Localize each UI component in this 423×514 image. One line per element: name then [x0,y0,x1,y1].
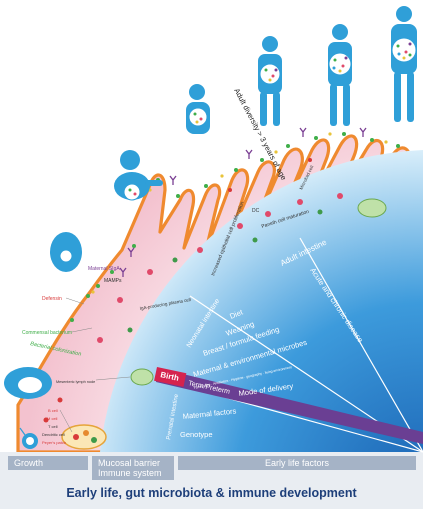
category-mucosal-line1: Mucosal barrier [98,458,161,468]
peyers-patch-shape [61,424,107,450]
maternal-siga-label: Maternal SIgA [88,266,120,272]
womb-icon [4,367,52,399]
peyers-label: Peyer's patch [42,440,66,445]
b-cell-label: B cell [48,408,58,413]
immune-cells [43,158,343,423]
category-growth: Growth [8,456,88,470]
lymph-node-shape [130,368,154,386]
category-mucosal: Mucosal barrier Immune system [92,456,174,480]
m-cell-label: M cell [47,416,58,421]
zygote-icon [19,427,38,449]
leader-lines [59,297,131,433]
t-cell-label: T cell [48,424,58,429]
lymphoid-follicle [357,198,387,218]
birth-label: Birth [160,370,180,383]
category-early-life: Early life factors [178,456,416,470]
mamps-label: MAMPs [104,278,122,284]
birth-band [156,368,423,444]
category-growth-label: Growth [14,458,44,468]
genotype-label: Genotype [180,430,213,439]
defensin-label: Defensin [42,296,62,302]
commensal-label: Commensal bacterium [22,330,72,336]
microbiota-dots [128,42,412,196]
bacteria-yellow [91,132,388,294]
category-early-life-label: Early life factors [264,458,330,468]
mesenteric-label: Mesenteric lymph node [56,380,95,384]
figure-title: Early life, gut microbiota & immune deve… [66,486,357,500]
adult-divider [299,237,423,453]
birth-label-box [154,367,187,387]
category-mucosal-line2: Immune system [98,468,162,478]
age-quarter-disc [100,150,423,490]
antibodies [119,127,367,277]
dc-label: DC [252,208,260,214]
dendritic-label: Dendritic cell [42,432,65,437]
